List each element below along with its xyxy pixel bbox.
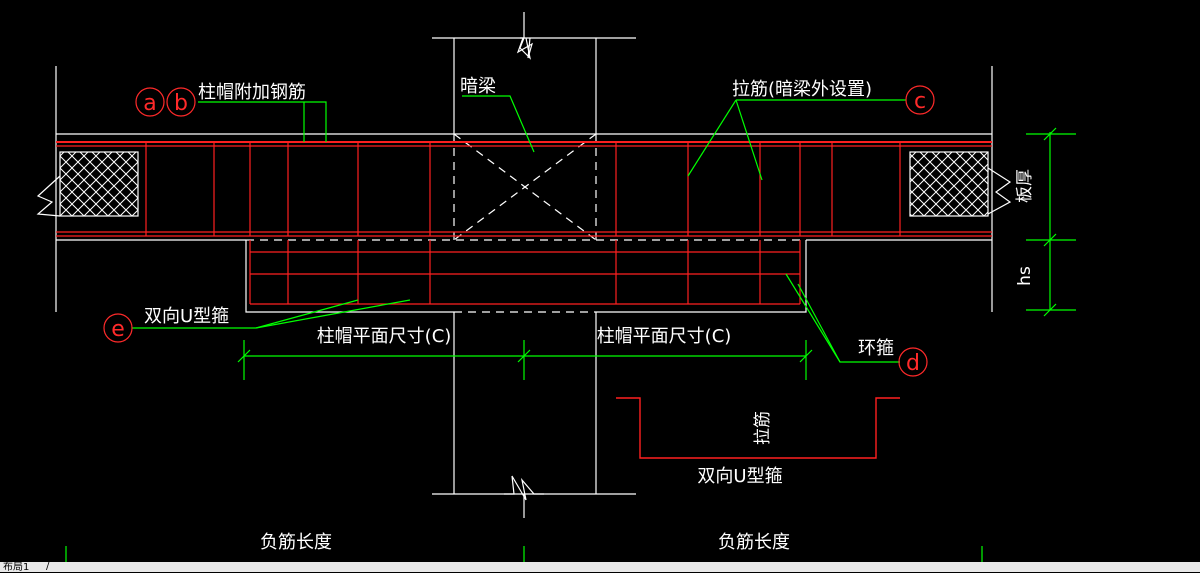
- label-slab-thickness: 板厚: [1015, 169, 1035, 203]
- label-neg-rebar-length-left: 负筋长度: [260, 532, 332, 553]
- label-ring-stirrup: 环箍: [858, 338, 894, 359]
- break-line-right: [987, 167, 1012, 215]
- svg-text:a: a: [143, 91, 156, 116]
- rebar: [56, 141, 992, 305]
- marker-c: c: [905, 85, 935, 115]
- label-neg-rebar-length-right: 负筋长度: [718, 532, 790, 553]
- tab-layout1[interactable]: 布局1: [3, 562, 30, 573]
- column-outline: [432, 37, 636, 495]
- slab-section-hatch-left: [59, 151, 139, 217]
- label-hs: hs: [1015, 266, 1035, 286]
- label-column-cap-extra-rebar: 柱帽附加钢筋: [198, 82, 306, 103]
- marker-e: e: [103, 313, 133, 343]
- marker-b: b: [166, 87, 196, 117]
- svg-text:d: d: [906, 351, 920, 376]
- slab-outline: [55, 66, 993, 313]
- svg-text:c: c: [914, 89, 926, 114]
- label-tie-bar-outside: 拉筋(暗梁外设置): [732, 79, 872, 100]
- label-tie-bar: 拉筋: [753, 411, 773, 445]
- svg-text:e: e: [111, 317, 125, 342]
- layout-tab-bar: 布局1 /: [0, 561, 1200, 573]
- tab-separator: /: [46, 561, 50, 572]
- break-line-top: [516, 12, 533, 60]
- label-two-way-u-stirrup-detail: 双向U型箍: [697, 466, 782, 487]
- hidden-beam-dashed: [246, 133, 806, 313]
- label-cap-plan-size-right: 柱帽平面尺寸(C): [597, 326, 732, 347]
- marker-a: a: [135, 87, 165, 117]
- label-hidden-beam: 暗梁: [460, 76, 496, 97]
- svg-text:b: b: [174, 91, 188, 116]
- dimensions: [65, 127, 1076, 562]
- slab-section-hatch-right: [909, 151, 989, 217]
- break-line-left: [36, 175, 61, 217]
- label-cap-plan-size-left: 柱帽平面尺寸(C): [317, 326, 452, 347]
- leader-lines: [132, 95, 906, 363]
- break-line-bottom: [504, 475, 544, 518]
- label-two-way-u-stirrup: 双向U型箍: [144, 306, 229, 327]
- u-stirrup-detail: [616, 397, 900, 459]
- marker-d: d: [898, 347, 928, 377]
